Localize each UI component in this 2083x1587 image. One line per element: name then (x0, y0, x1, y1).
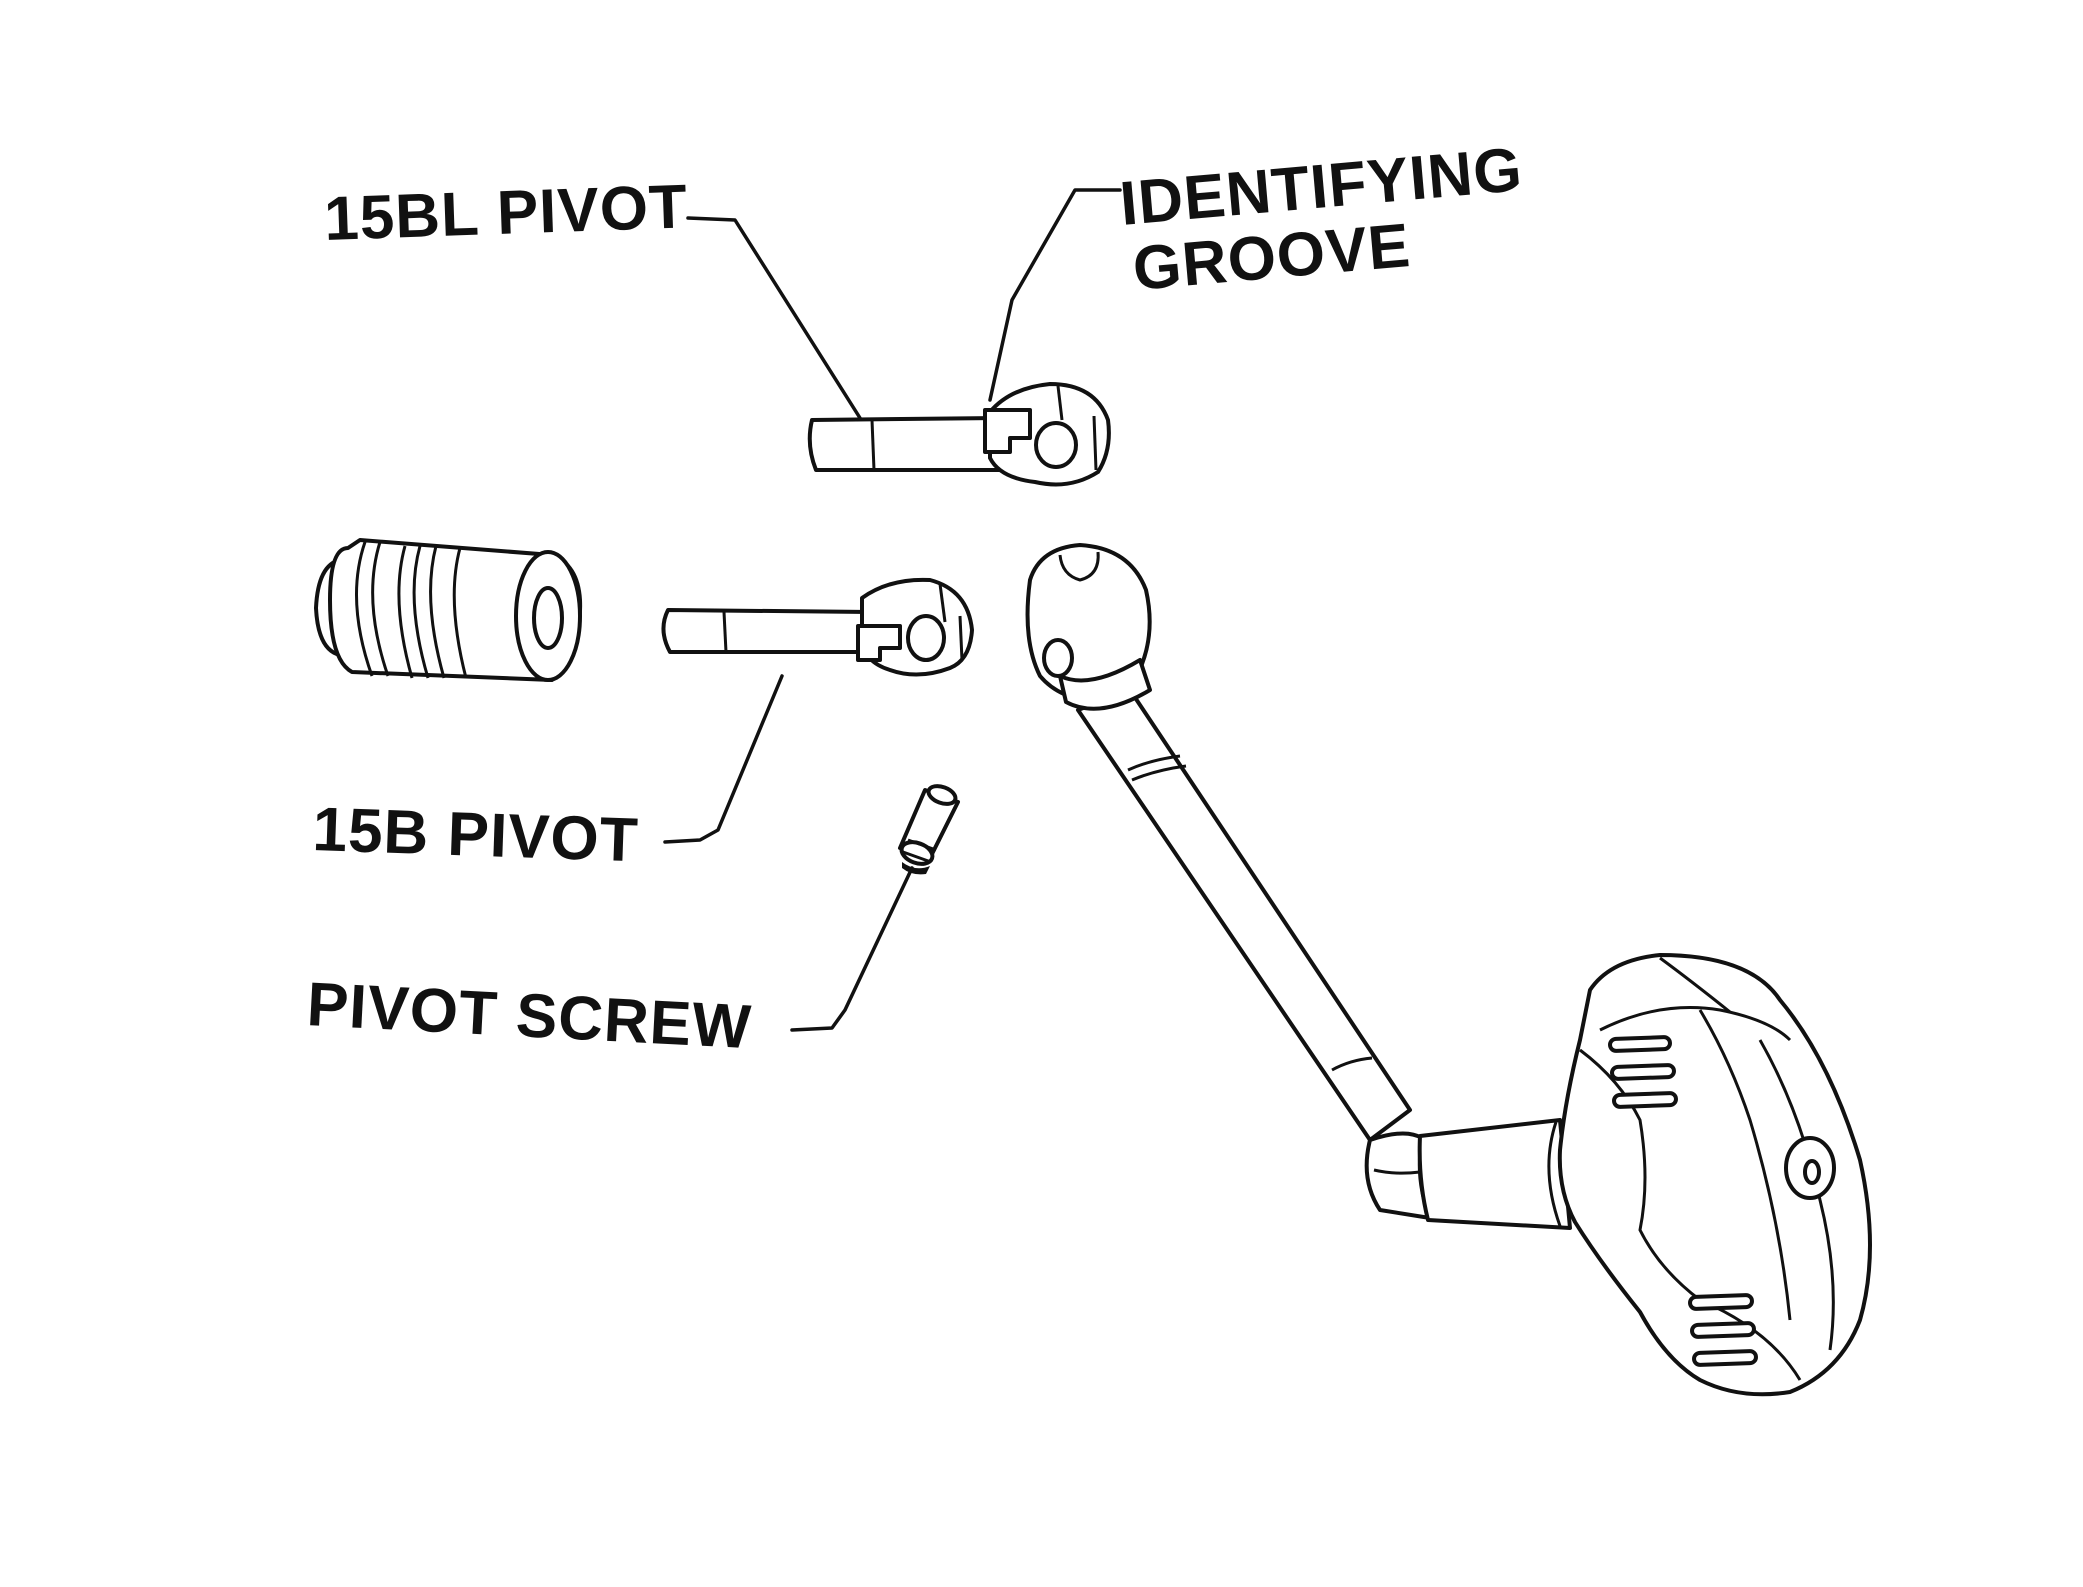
leader-15b-pivot (663, 674, 784, 844)
part-15bl-pivot (807, 382, 1111, 487)
part-spool (314, 538, 583, 682)
label-15b-pivot: 15B PIVOT (312, 795, 640, 875)
part-handle-arm (1025, 543, 1572, 1230)
leader-pivot-screw (790, 866, 914, 1032)
identifying-groove (983, 408, 1032, 454)
leader-15bl-pivot (686, 216, 862, 420)
part-pivot-screw (898, 784, 960, 875)
part-15b-pivot (661, 577, 974, 677)
part-handle-grip (1557, 953, 1872, 1397)
label-pivot-screw: PIVOT SCREW (305, 970, 753, 1062)
label-15bl-pivot: 15BL PIVOT (323, 172, 689, 254)
leader-identifying-groove (988, 188, 1122, 402)
